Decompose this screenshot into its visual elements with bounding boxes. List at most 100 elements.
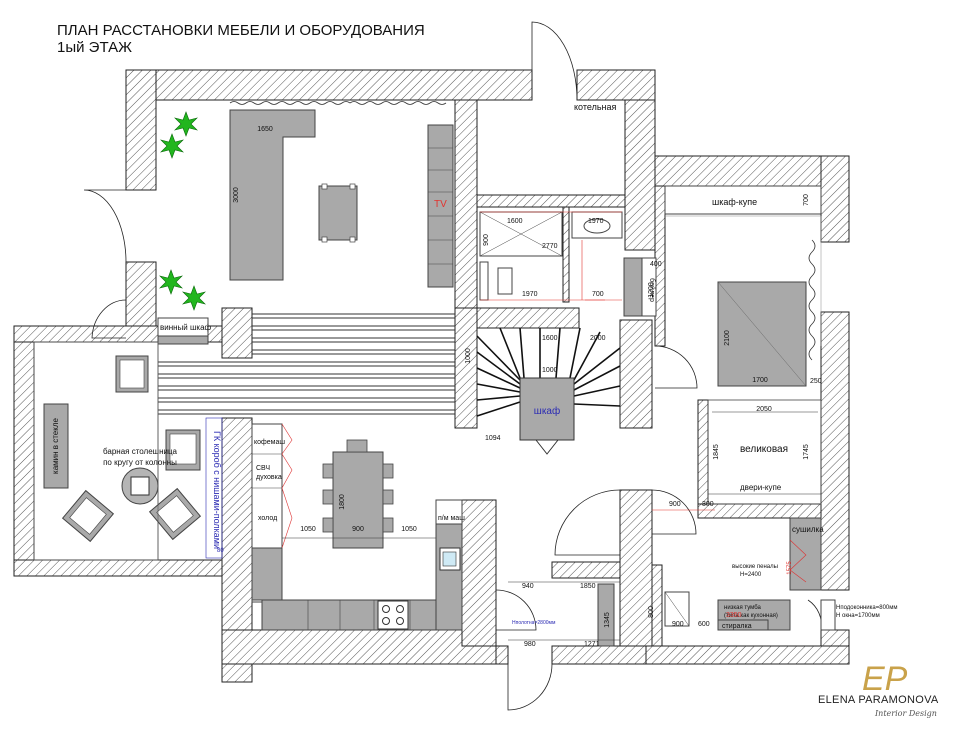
logo-name: ELENA PARAMONOVA — [818, 694, 939, 706]
dim-980: 980 — [524, 641, 536, 648]
door-niche — [495, 589, 537, 631]
dim-900-closet: 900 — [669, 501, 681, 508]
dim-1745: 1745 — [803, 444, 810, 460]
dishwasher-label: п/м маш — [438, 515, 465, 522]
dim-3000: 3000 — [233, 187, 240, 203]
dim-1271: 1271 — [584, 641, 600, 648]
dim-1345: 1345 — [604, 612, 611, 628]
logo-monogram-text: EP — [862, 660, 908, 698]
toilet — [497, 267, 513, 295]
bar-label-2: по кругу от колонны — [103, 458, 177, 467]
curtain-right — [349, 101, 447, 105]
door-boiler-entry — [531, 21, 578, 101]
logo-subtitle: Interior Design — [875, 709, 937, 718]
dim-250: 250 — [810, 378, 822, 385]
boiler-label: бойлер — [648, 278, 656, 302]
dim-1600-bath: 1600 — [507, 218, 523, 225]
gk-box: ГК короб с нишами-полками 80 — [205, 417, 224, 559]
water-heater — [623, 257, 643, 317]
dim-800: 800 — [648, 606, 655, 618]
dim-1050-left: 1050 — [300, 526, 316, 533]
dim-1700: 1700 — [752, 377, 768, 384]
dim-700-wardrobe: 700 — [803, 194, 810, 206]
dim-1800: 1800 — [339, 494, 346, 510]
stair-cabinet: шкаф 1600 2000 1000 1094 1000 — [465, 335, 606, 455]
boiler-room-label: котельная — [574, 102, 616, 112]
dim-940: 940 — [522, 583, 534, 590]
corridor-cabinet — [597, 583, 615, 647]
dim-1970-basin: 1970 — [588, 218, 604, 225]
microwave-label-2: духовка — [256, 474, 282, 481]
armchair-center — [148, 487, 202, 541]
dim-1575: 1575 — [787, 561, 793, 575]
door-walk-in — [651, 489, 697, 535]
dining-table — [332, 451, 384, 549]
kitchen-counter-right — [435, 523, 463, 631]
walls — [13, 69, 850, 683]
coffee-table — [318, 185, 358, 241]
bedroom: шкаф-купе 700 2100 1700 250 — [664, 185, 822, 387]
bedroom-curtain — [808, 239, 816, 361]
tall-cases-label-1: высокие пеналы — [732, 564, 778, 570]
living-room: 1650 3000 TV — [159, 101, 454, 311]
window-note-2: Н окна=1700мм — [836, 613, 880, 619]
laundry-window — [820, 599, 836, 631]
coupe-doors-label: двери-купе — [740, 483, 782, 492]
coffee-label: кофемаш — [254, 439, 285, 446]
dim-1000: 1000 — [542, 367, 558, 374]
plan-title: ПЛАН РАССТАНОВКИ МЕБЕЛИ И ОБОРУДОВАНИЯ 1… — [57, 22, 425, 56]
wardrobe-label: шкаф-купе — [712, 197, 757, 207]
dim-1650: 1650 — [257, 126, 273, 133]
corner-sofa — [229, 109, 316, 281]
logo-monogram: EP — [862, 660, 908, 698]
low-cabinet-label-1: низкая тумба — [724, 605, 762, 611]
door-left-room — [91, 299, 127, 339]
left-lounge: камин в стекле барная столешница по круг… — [33, 341, 202, 561]
tv-label: TV — [434, 199, 447, 210]
washbasin — [571, 211, 623, 239]
low-cabinet-label-2: (типа как кухонная) — [724, 613, 778, 619]
walk-in-label: великовая — [740, 444, 788, 455]
door-bedroom — [654, 345, 698, 389]
curtain-left — [229, 101, 351, 105]
dim-2050: 2050 — [756, 406, 772, 413]
kitchen: кофемаш СВЧ духовка холод п/м маш 1800 1… — [251, 423, 465, 631]
dim-1845: 1845 — [713, 444, 720, 460]
gk-box-num: 80 — [217, 548, 224, 554]
wine-cabinet-label: винный шкаф — [160, 323, 212, 332]
dim-900-laundry: 900 — [672, 621, 684, 628]
laundry: сушилка высокие пеналы Н=2400 1575 низка… — [648, 517, 898, 631]
dim-1850: 1850 — [580, 583, 596, 590]
door-corridor — [554, 489, 621, 556]
plan-title-line2: 1ый ЭТАЖ — [57, 39, 132, 56]
dim-400: 400 — [650, 261, 662, 268]
dim-3350: 3350 — [726, 612, 742, 619]
door-main — [507, 663, 553, 711]
dim-1094: 1094 — [485, 435, 501, 442]
dim-1970-bath: 1970 — [522, 291, 538, 298]
walk-in-closet: 2050 великовая 1845 1745 двери-купе 900 … — [652, 399, 822, 511]
fridge-label: холод — [258, 515, 277, 522]
hob — [377, 600, 409, 630]
doors — [83, 21, 822, 711]
plant-icon — [159, 111, 206, 311]
dim-2100: 2100 — [724, 330, 731, 346]
armchair-left — [61, 489, 115, 543]
gk-box-label: ГК короб с нишами-полками — [212, 431, 222, 549]
corridor: 1345 940 1850 Нполотна=2800мм 980 1271 — [508, 581, 620, 648]
dim-700: 700 — [592, 291, 604, 298]
dim-1600-stair: 1600 — [542, 335, 558, 342]
niche-note: Нполотна=2800мм — [512, 620, 556, 626]
dryer-column — [789, 517, 822, 591]
kitchen-counter-bottom — [261, 599, 463, 631]
dim-600: 600 — [698, 621, 710, 628]
window-note-1: Нподоконника=800мм — [836, 605, 898, 611]
dining-chairs — [322, 439, 394, 533]
washer-label: стиралка — [722, 623, 752, 630]
door-living-left — [83, 189, 127, 263]
door-laundry — [807, 599, 822, 631]
microwave-label-1: СВЧ — [256, 465, 270, 472]
dim-2770: 2770 — [542, 243, 558, 250]
plan-title-line1: ПЛАН РАССТАНОВКИ МЕБЕЛИ И ОБОРУДОВАНИЯ — [57, 22, 425, 39]
